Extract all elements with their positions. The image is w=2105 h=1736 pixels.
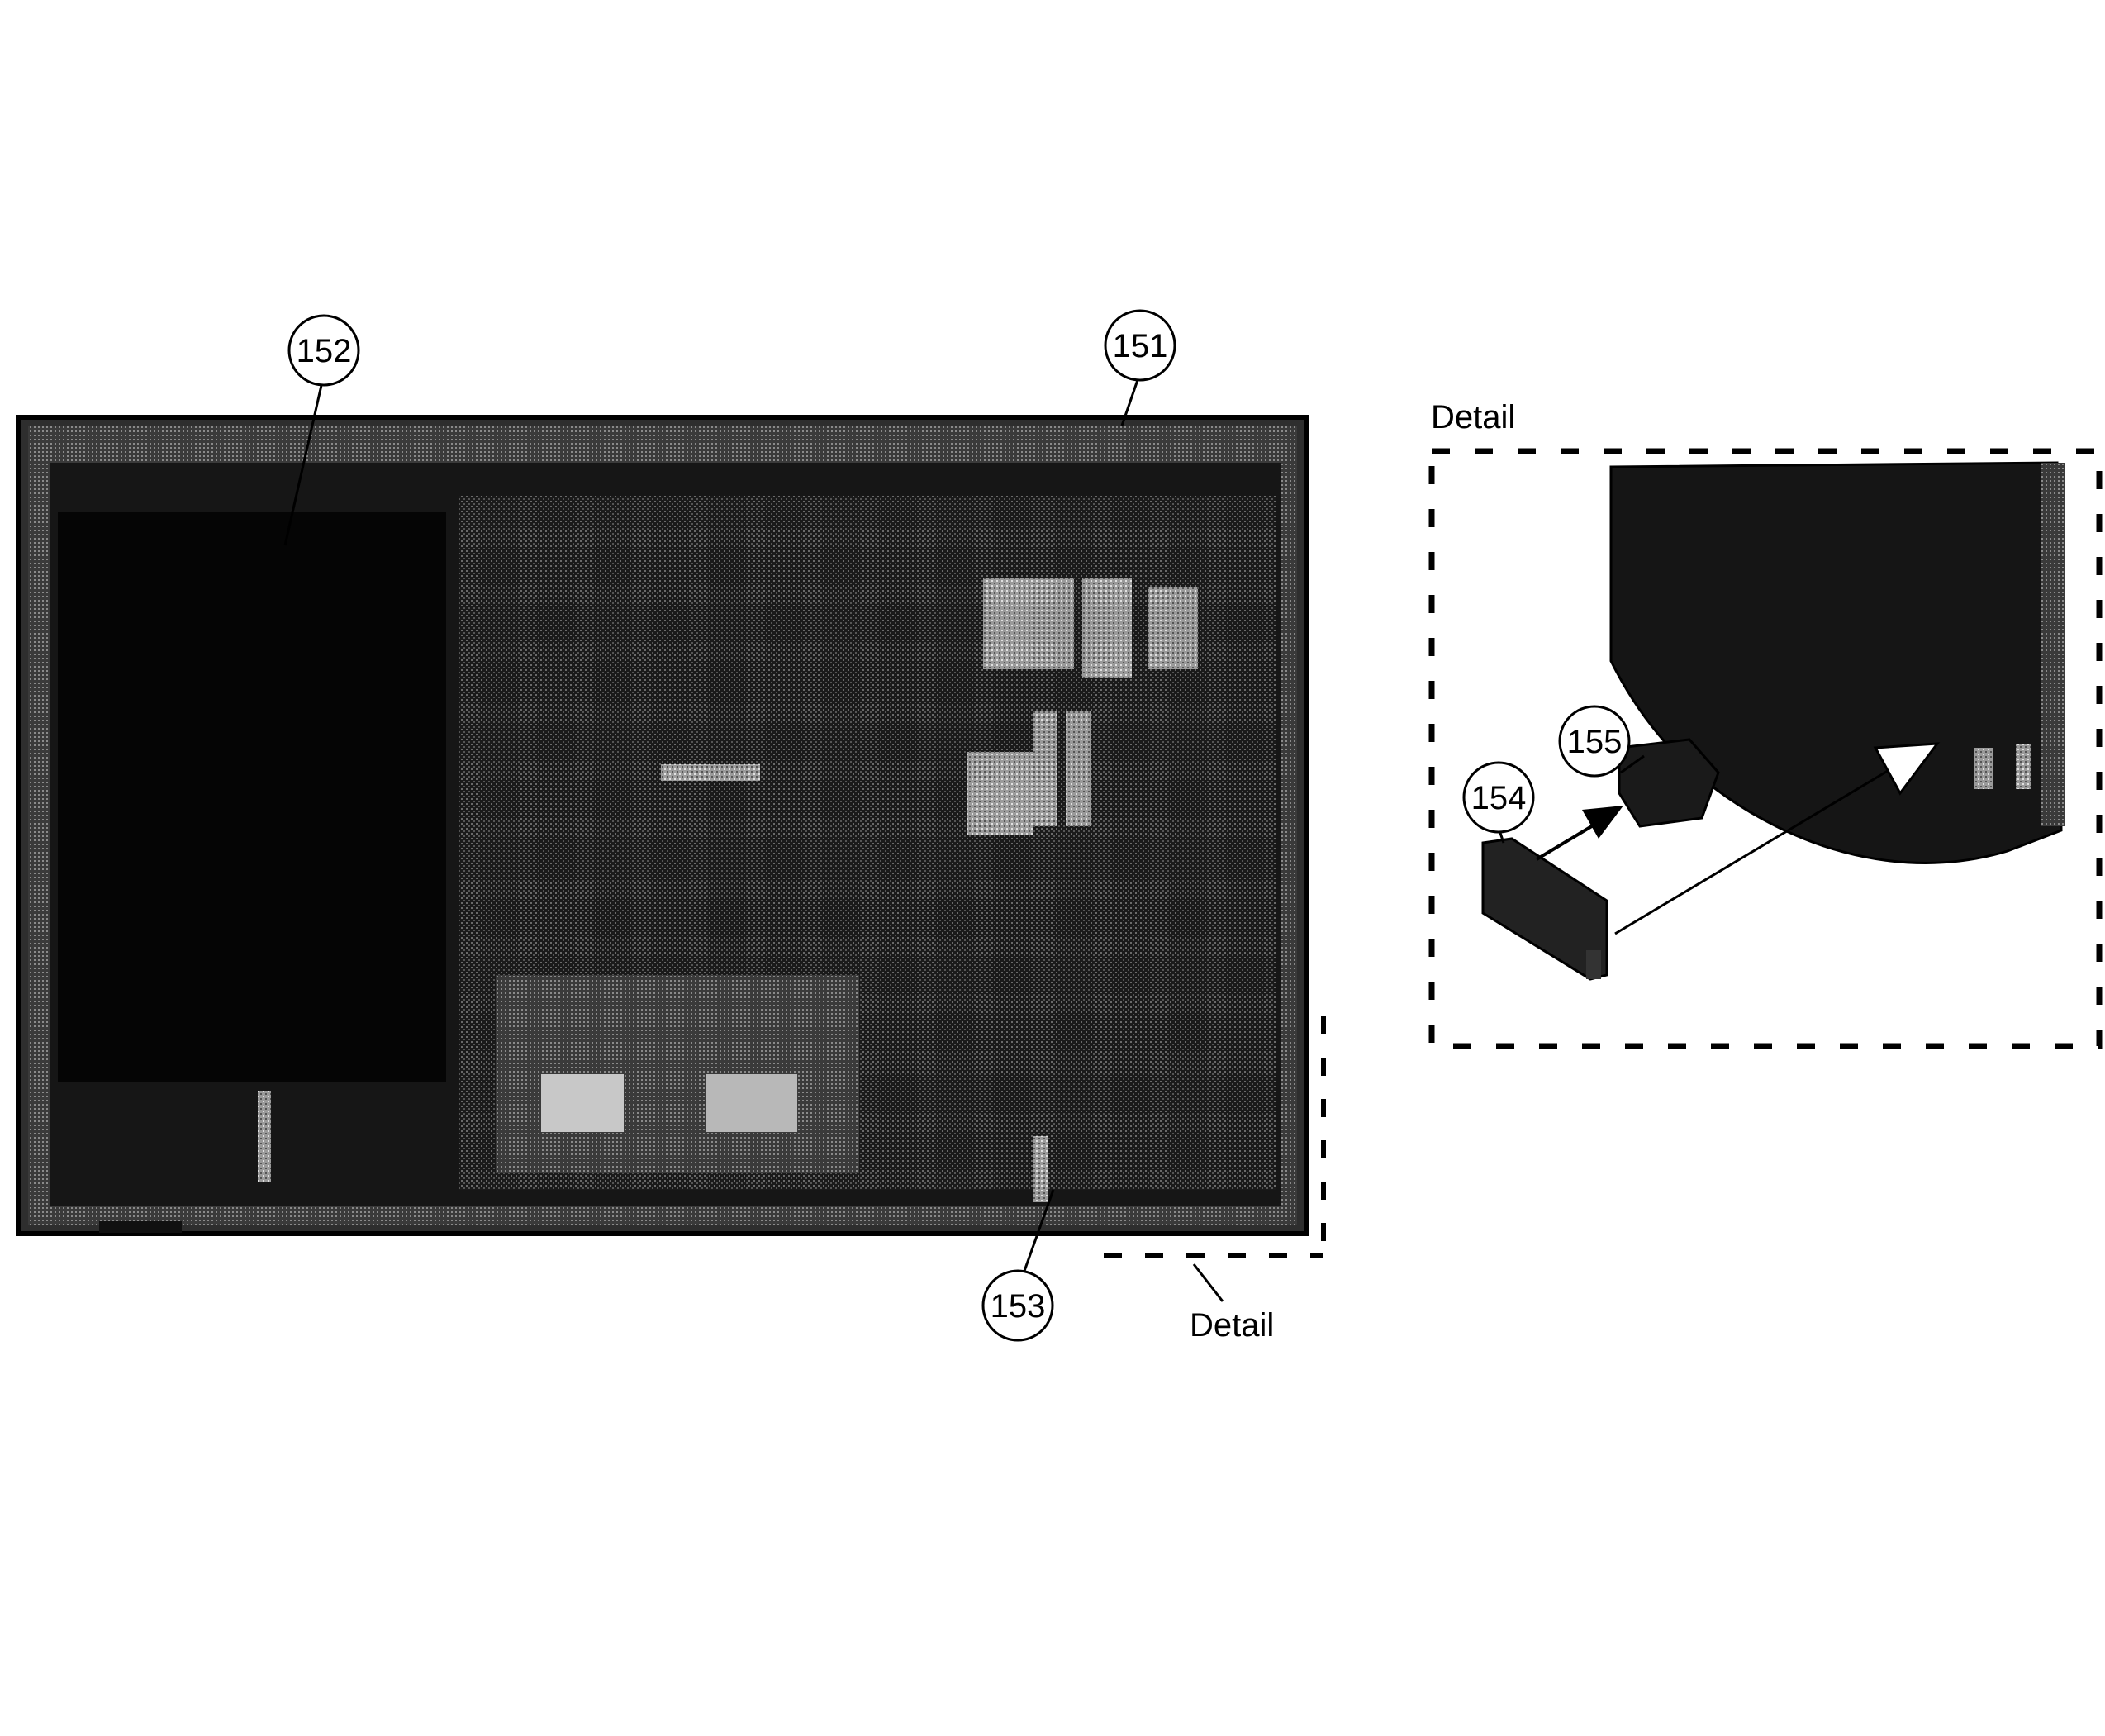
callout-number: 155 bbox=[1567, 724, 1623, 760]
stand-foot bbox=[99, 1221, 182, 1233]
callout-circle bbox=[287, 314, 360, 387]
lower-chip-1 bbox=[541, 1074, 624, 1132]
callout-154: 154 bbox=[1462, 761, 1535, 844]
port-detail-2 bbox=[2016, 744, 2031, 789]
power-supply-board bbox=[58, 512, 446, 1082]
chip-mid-1 bbox=[967, 752, 1033, 835]
detail-dashed-border bbox=[1428, 448, 2103, 1049]
detail-bracket-small bbox=[1104, 1016, 1326, 1302]
detail-inset: 155 154 bbox=[1428, 448, 2103, 1049]
callout-circle bbox=[981, 1269, 1054, 1342]
arrow-154-to-155 bbox=[1535, 806, 1623, 861]
callout-153: 153 bbox=[981, 1189, 1055, 1342]
part-155-shape bbox=[1618, 738, 1720, 828]
left-slot bbox=[258, 1091, 271, 1182]
callout-152: 152 bbox=[283, 314, 360, 546]
chip-top-2 bbox=[1082, 578, 1132, 678]
part-154-tab bbox=[1586, 950, 1601, 979]
lower-slot bbox=[1033, 1136, 1048, 1202]
callout-151: 151 bbox=[1104, 309, 1176, 426]
callout-circle bbox=[1104, 309, 1176, 382]
callout-number: 154 bbox=[1471, 780, 1527, 816]
callout-number: 151 bbox=[1113, 328, 1168, 364]
callout-number: 153 bbox=[991, 1288, 1046, 1325]
chip-mid-2 bbox=[1033, 711, 1057, 826]
connector-bar bbox=[661, 764, 760, 781]
callout-circle bbox=[1558, 705, 1631, 778]
port-detail bbox=[1974, 748, 1993, 789]
tv-corner-detail bbox=[1609, 461, 2063, 864]
callout-circle bbox=[1462, 761, 1535, 834]
tv-rear-panel bbox=[16, 415, 1309, 1236]
detail-label-top: Detail bbox=[1431, 399, 1515, 435]
tv-edge-detail bbox=[2041, 463, 2065, 826]
callout-number: 152 bbox=[297, 333, 352, 369]
chip-top-1 bbox=[983, 578, 1074, 669]
part-154-shape bbox=[1481, 837, 1608, 981]
lower-chip-2 bbox=[706, 1074, 797, 1132]
detail-label-bottom: Detail bbox=[1190, 1307, 1274, 1344]
chip-mid-3 bbox=[1066, 711, 1091, 826]
chip-top-3 bbox=[1148, 587, 1198, 669]
callout-155: 155 bbox=[1558, 705, 1645, 778]
arrow-154-to-tv bbox=[1614, 742, 1941, 935]
